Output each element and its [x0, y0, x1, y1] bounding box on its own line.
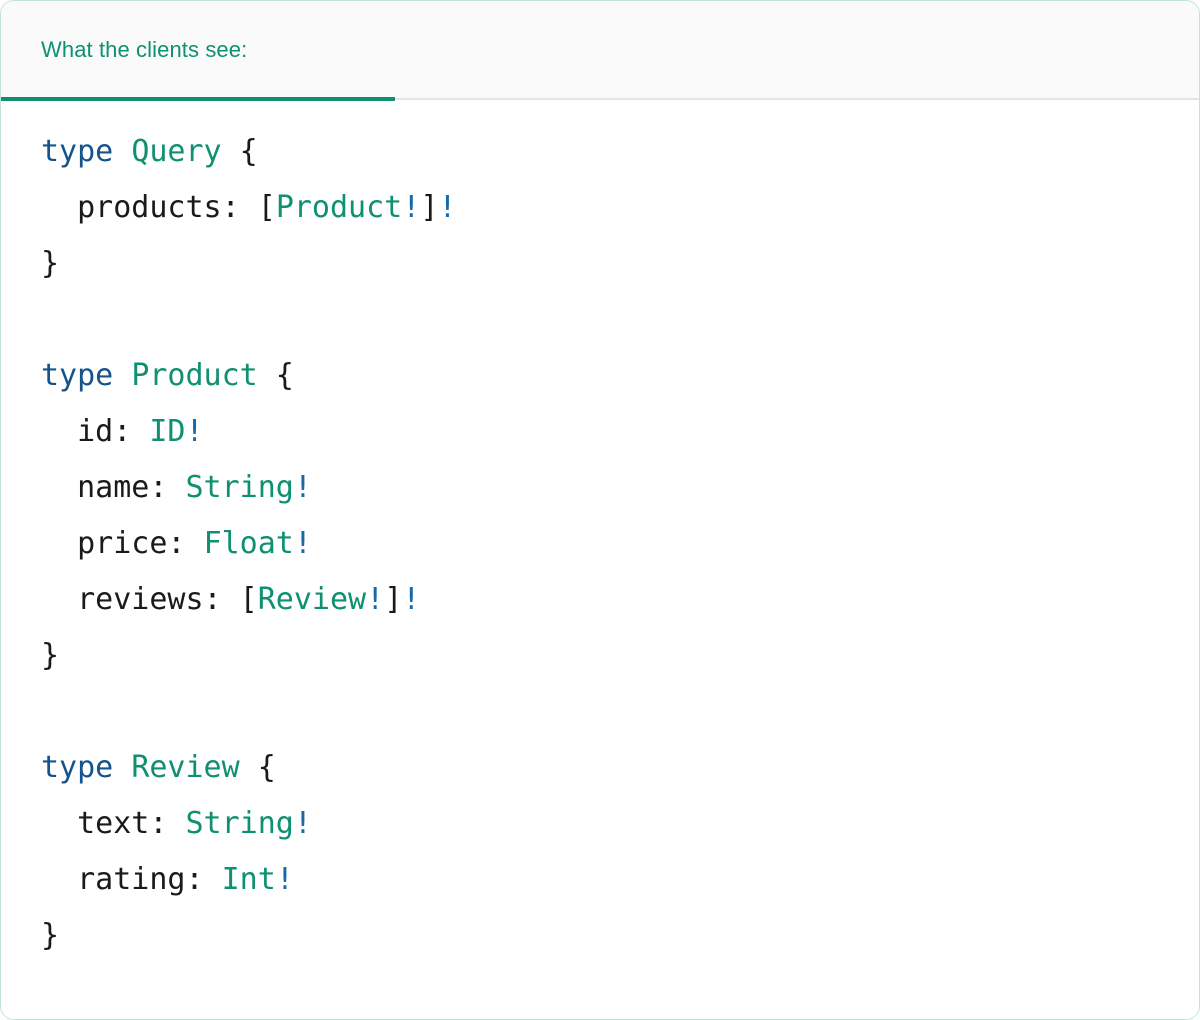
code-token-plain: id: [41, 414, 150, 449]
code-line: rating: Int! [41, 852, 1199, 908]
code-token-plain: text: [41, 806, 186, 841]
tab-label: What the clients see: [41, 36, 248, 62]
code-token-bang: ! [366, 582, 385, 617]
code-token-bang: ! [275, 862, 294, 897]
code-token-typename: String [185, 470, 294, 505]
code-token-bang: ! [185, 414, 204, 449]
code-token-plain: { [221, 134, 258, 169]
code-line [41, 292, 1199, 348]
code-token-keyword: type [41, 750, 114, 785]
code-token-plain: } [41, 918, 60, 953]
code-line: name: String! [41, 460, 1199, 516]
code-line: products: [Product!]! [41, 180, 1199, 236]
code-token-keyword: type [41, 134, 114, 169]
code-token-plain: ] [384, 582, 403, 617]
code-token-typename: Float [203, 526, 294, 561]
code-line: id: ID! [41, 404, 1199, 460]
code-token-plain: products: [ [41, 190, 276, 225]
code-token-keyword: type [41, 358, 114, 393]
code-line: type Review { [41, 740, 1199, 796]
code-token-bang: ! [402, 190, 421, 225]
tab-strip: What the clients see: [1, 1, 1199, 101]
tab-what-the-clients-see[interactable]: What the clients see: [1, 1, 395, 101]
graphql-schema-code[interactable]: type Query { products: [Product!]!} type… [41, 124, 1199, 964]
code-token-plain: rating: [41, 862, 222, 897]
code-line: type Query { [41, 124, 1199, 180]
code-token-plain: { [257, 358, 294, 393]
code-token-plain: } [41, 246, 60, 281]
code-token-typename: Product [275, 190, 403, 225]
code-token-typename: Review [131, 750, 240, 785]
code-token-plain [113, 134, 131, 169]
code-token-bang: ! [438, 190, 457, 225]
code-token-plain: ] [420, 190, 439, 225]
code-line [41, 684, 1199, 740]
code-line: price: Float! [41, 516, 1199, 572]
code-token-plain [113, 358, 131, 393]
code-token-plain: price: [41, 526, 204, 561]
code-line: reviews: [Review!]! [41, 572, 1199, 628]
code-token-bang: ! [293, 806, 312, 841]
code-token-typename: String [185, 806, 294, 841]
code-line: } [41, 628, 1199, 684]
code-token-plain: } [41, 638, 60, 673]
code-token-plain: reviews: [ [41, 582, 258, 617]
code-line: } [41, 236, 1199, 292]
code-token-typename: Product [131, 358, 258, 393]
code-line: text: String! [41, 796, 1199, 852]
code-token-bang: ! [402, 582, 421, 617]
code-token-typename: Int [221, 862, 276, 897]
code-token-plain: { [239, 750, 276, 785]
code-token-bang: ! [293, 526, 312, 561]
code-token-plain: name: [41, 470, 186, 505]
code-token-bang: ! [293, 470, 312, 505]
code-token-typename: Query [131, 134, 222, 169]
code-line: type Product { [41, 348, 1199, 404]
code-line: } [41, 908, 1199, 964]
code-token-typename: Review [257, 582, 367, 617]
code-token-plain [113, 750, 131, 785]
code-token-typename: ID [149, 414, 186, 449]
tab-active-underline [1, 97, 395, 101]
code-body: type Query { products: [Product!]!} type… [1, 100, 1199, 1019]
